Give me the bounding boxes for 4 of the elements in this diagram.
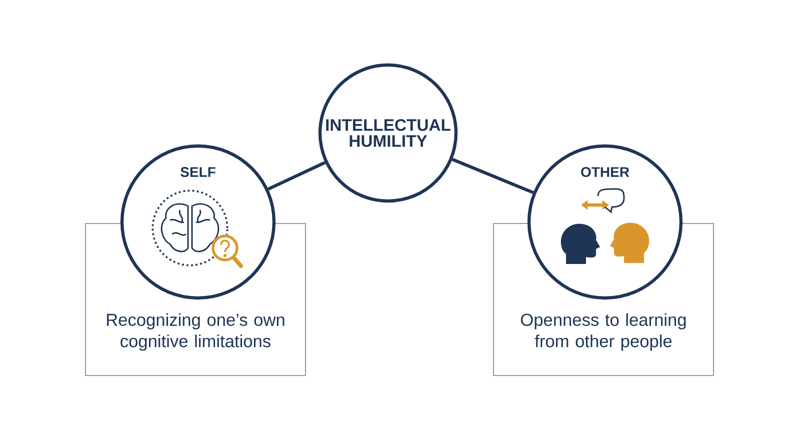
circle-node: INTELLECTUAL HUMILITY [318,63,458,203]
circle-node: SELF [120,144,276,300]
connector-line [452,158,534,194]
connector-line [268,161,326,191]
